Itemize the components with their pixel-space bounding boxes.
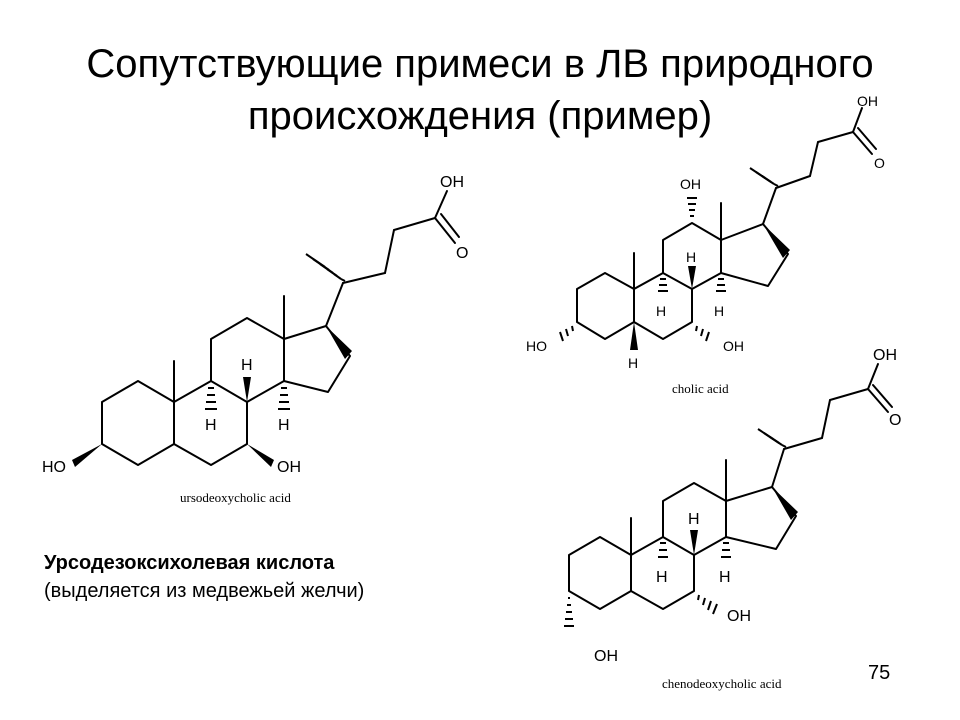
cholic-ho-label: HO <box>526 338 547 354</box>
urso-ring-b <box>173 380 248 466</box>
description-compound-name: Урсодезоксихолевая кислота <box>44 552 335 574</box>
description-source-note: (выделяется из медвежьей желчи) <box>44 580 365 602</box>
cheno-acid-o-label: O <box>889 412 901 429</box>
urso-sidechain-1 <box>325 282 344 327</box>
compound-description: Урсодезоксихолевая кислота (выделяется и… <box>44 549 464 605</box>
slide-title: Сопутствующие примеси в ЛВ природного пр… <box>0 38 960 142</box>
urso-cooh-o-double <box>440 213 460 238</box>
cheno-cooh-o-double <box>872 384 893 408</box>
urso-ring-d <box>283 325 351 393</box>
cholic-c21-hash <box>749 167 779 187</box>
cheno-h8-wedge <box>690 530 698 555</box>
cheno-c3-hash <box>564 597 574 627</box>
urso-d-wedge <box>326 326 352 359</box>
cholic-cooh-o-bond <box>852 131 873 155</box>
urso-cooh-oh-bond <box>434 190 448 219</box>
cheno-ring-a <box>568 536 632 610</box>
urso-ho-label: HO <box>42 459 66 476</box>
cheno-cooh-o-bond <box>867 388 889 413</box>
urso-ring-a <box>101 380 175 466</box>
cholic-h9-hash <box>658 278 668 292</box>
cheno-cooh-oh-bond <box>867 363 879 390</box>
ursodeoxycholic-acid-structure: OH O HO OH H H H ursodeoxycholic acid <box>42 174 468 505</box>
urso-ring-c <box>210 317 285 403</box>
cheno-caption: chenodeoxycholic acid <box>662 676 782 691</box>
cholic-cooh-oh-bond <box>852 107 863 133</box>
cholic-sidechain-3 <box>809 141 819 177</box>
cholic-h14-hash <box>716 278 726 292</box>
urso-cooh-o-bond <box>434 217 456 244</box>
cheno-h9-hash <box>658 542 668 558</box>
urso-sidechain-4 <box>393 217 436 231</box>
cheno-ring-b <box>630 536 695 610</box>
cheno-sidechain-4 <box>829 388 869 401</box>
urso-h9-hash <box>205 387 217 410</box>
urso-acid-oh-label: OH <box>440 174 464 191</box>
urso-h-top-label: H <box>241 357 253 374</box>
cheno-h-top-label: H <box>688 511 700 528</box>
urso-acid-o-label: O <box>456 245 468 262</box>
urso-c3-wedge <box>72 444 102 467</box>
cholic-ring-c <box>662 222 722 290</box>
cheno-ring-c <box>662 482 727 556</box>
slide-title-line-2: происхождения (пример) <box>247 94 713 138</box>
urso-c21-hash <box>305 253 346 282</box>
cheno-h-left-label: H <box>656 569 668 586</box>
cholic-sidechain-1 <box>762 187 777 225</box>
cholic-sidechain-2 <box>775 175 811 189</box>
cheno-c7-hash <box>697 594 718 615</box>
slide-title-line-1: Сопутствующие примеси в ЛВ природного <box>86 42 874 86</box>
cholic-acid-oh-label: OH <box>857 93 878 109</box>
cholic-h5-wedge <box>630 322 638 350</box>
page-number: 75 <box>868 662 891 684</box>
cholic-cooh-o-double <box>857 127 877 150</box>
urso-h8-wedge <box>243 377 251 402</box>
cholic-acid-structure: OH O OH HO OH H H H H cholic acid <box>526 93 885 396</box>
cheno-sidechain-2 <box>783 437 823 450</box>
cheno-sidechain-3 <box>821 399 831 439</box>
cheno-ring-d <box>725 486 797 550</box>
urso-h-right-label: H <box>278 417 290 434</box>
urso-h14-hash <box>278 387 290 410</box>
cholic-ring-a <box>576 272 635 340</box>
cholic-h-left-label: H <box>656 303 666 319</box>
cholic-oh-c12-label: OH <box>680 176 701 192</box>
cheno-c21-hash <box>757 428 787 448</box>
cholic-h-top-label: H <box>686 249 696 265</box>
cholic-h8-wedge <box>688 266 696 289</box>
cholic-d-wedge <box>763 224 790 258</box>
cheno-oh-c3-label: OH <box>594 648 618 665</box>
urso-oh-label: OH <box>277 459 301 476</box>
cheno-h14-hash <box>721 542 731 558</box>
cheno-oh-c7-label: OH <box>727 608 751 625</box>
cholic-sidechain-4 <box>817 131 854 143</box>
cholic-acid-o-label: O <box>874 155 885 171</box>
cholic-oh-c7-label: OH <box>723 338 744 354</box>
cheno-sidechain-1 <box>771 448 785 488</box>
cholic-c7-hash <box>695 325 710 342</box>
cholic-c3-hash <box>559 325 574 342</box>
urso-sidechain-2 <box>342 272 386 284</box>
chenodeoxycholic-acid-structure: OH O OH OH H H H chenodeoxycholic acid <box>564 347 901 691</box>
cholic-caption: cholic acid <box>672 381 729 396</box>
cholic-h5-label: H <box>628 355 638 371</box>
cholic-c12-hash <box>687 197 697 217</box>
cheno-h-right-label: H <box>719 569 731 586</box>
cholic-h-right-label: H <box>714 303 724 319</box>
cholic-ring-d <box>720 223 789 287</box>
cholic-ring-b <box>633 272 693 340</box>
cheno-d-wedge <box>772 487 798 520</box>
urso-c7-wedge <box>247 444 274 467</box>
urso-h-left-label: H <box>205 417 217 434</box>
cheno-acid-oh-label: OH <box>873 347 897 364</box>
urso-sidechain-3 <box>384 229 395 274</box>
urso-caption: ursodeoxycholic acid <box>180 490 291 505</box>
